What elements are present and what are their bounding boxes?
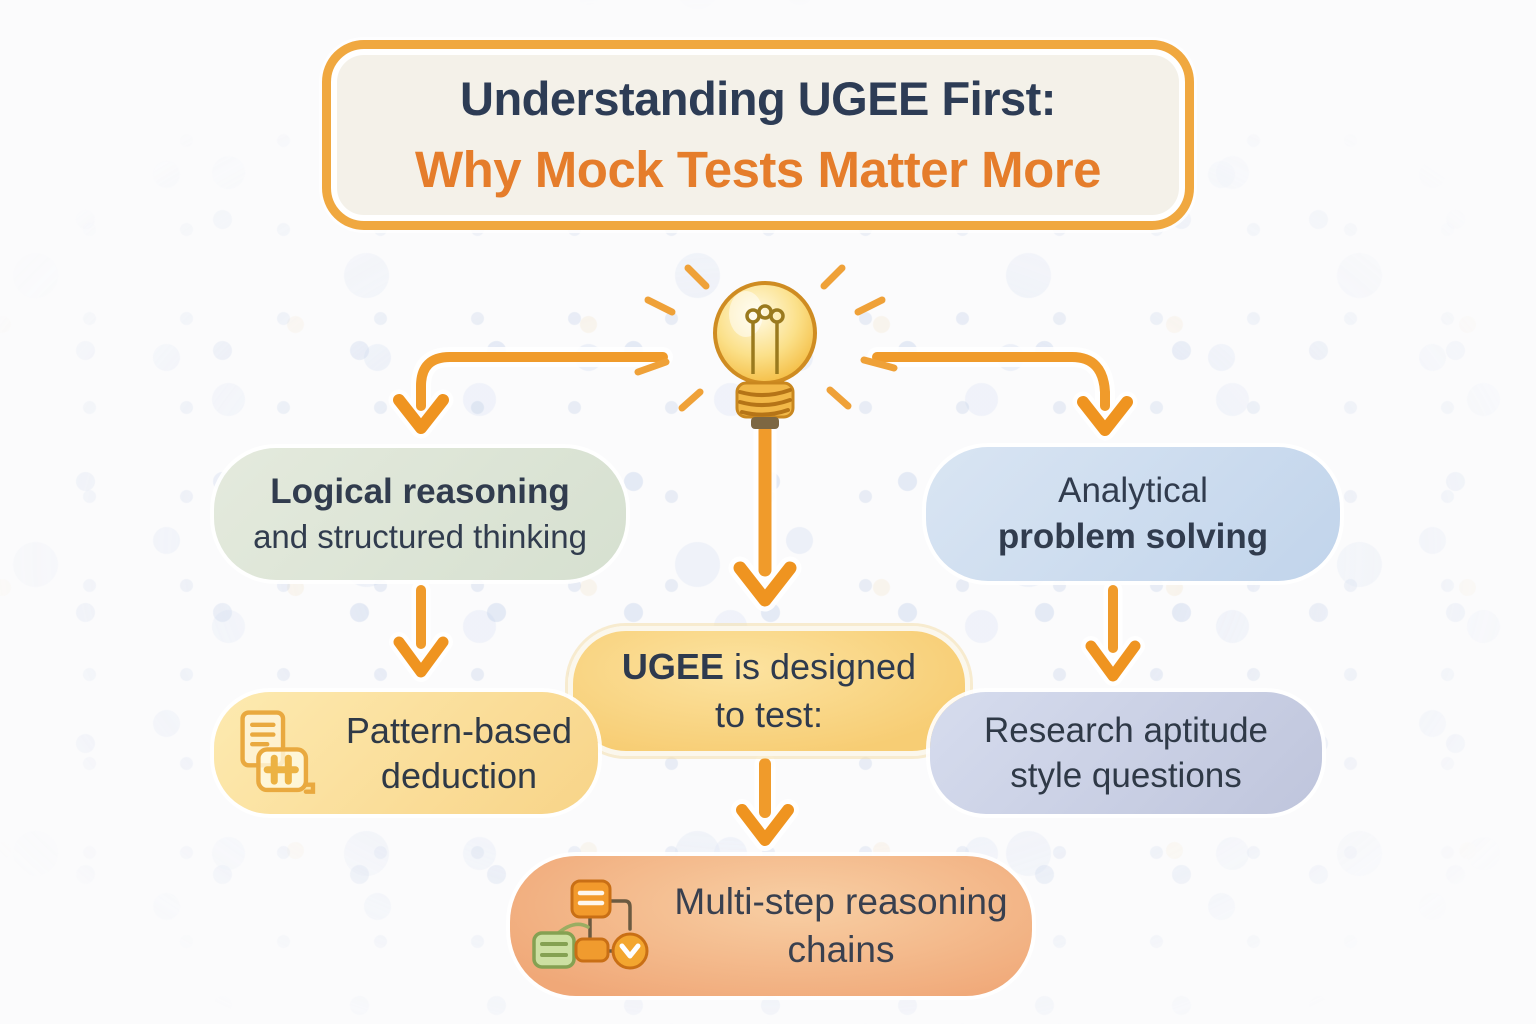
node-analytical-line-1: Analytical — [1058, 471, 1208, 510]
arrow-bulb-to-analytical — [867, 347, 1138, 441]
node-research-line-2: style questions — [1010, 756, 1242, 795]
node-pattern-line-1: Pattern-based — [345, 710, 573, 751]
node-multistep-line-1: Multi-step reasoning — [674, 881, 1008, 922]
node-ugee-designed-to-test: UGEE is designed to test: — [568, 626, 970, 756]
arrow-bulb-to-logical — [388, 347, 673, 439]
node-logical-line-1: Logical reasoning — [270, 472, 570, 511]
node-research-aptitude: Research aptitude style questions — [930, 692, 1322, 814]
arrow-logical-to-pattern — [389, 580, 453, 682]
title-line-1: Understanding UGEE First: — [460, 72, 1056, 125]
node-multi-step-reasoning: Multi-step reasoning chains — [510, 856, 1032, 996]
node-ugee-line-1-rest: is designed — [723, 646, 917, 687]
node-analytical-problem-solving: Analytical problem solving — [926, 447, 1340, 581]
lightbulb-icon — [634, 264, 898, 429]
document-hash-icon — [240, 710, 316, 794]
node-pattern-line-2: deduction — [380, 755, 538, 796]
arrow-bulb-to-ugee — [728, 418, 802, 612]
arrow-analytical-to-research — [1081, 580, 1145, 686]
node-ugee-line-2: to test: — [714, 694, 824, 735]
node-ugee-line-1: UGEE is designed — [622, 643, 916, 691]
title-box: Understanding UGEE First: Why Mock Tests… — [322, 40, 1194, 230]
node-pattern-based-deduction: Pattern-based deduction — [214, 692, 598, 814]
node-multistep-line-2: chains — [787, 929, 895, 970]
flowchart-check-icon — [532, 879, 649, 970]
node-logical-line-2: and structured thinking — [253, 518, 587, 555]
node-ugee-keyword: UGEE — [621, 646, 724, 687]
arrow-ugee-to-multistep — [731, 753, 799, 851]
node-research-line-1: Research aptitude — [983, 711, 1269, 750]
node-logical-reasoning: Logical reasoning and structured thinkin… — [214, 448, 626, 580]
node-analytical-line-2: problem solving — [997, 517, 1269, 556]
title-line-2: Why Mock Tests Matter More — [414, 141, 1102, 198]
